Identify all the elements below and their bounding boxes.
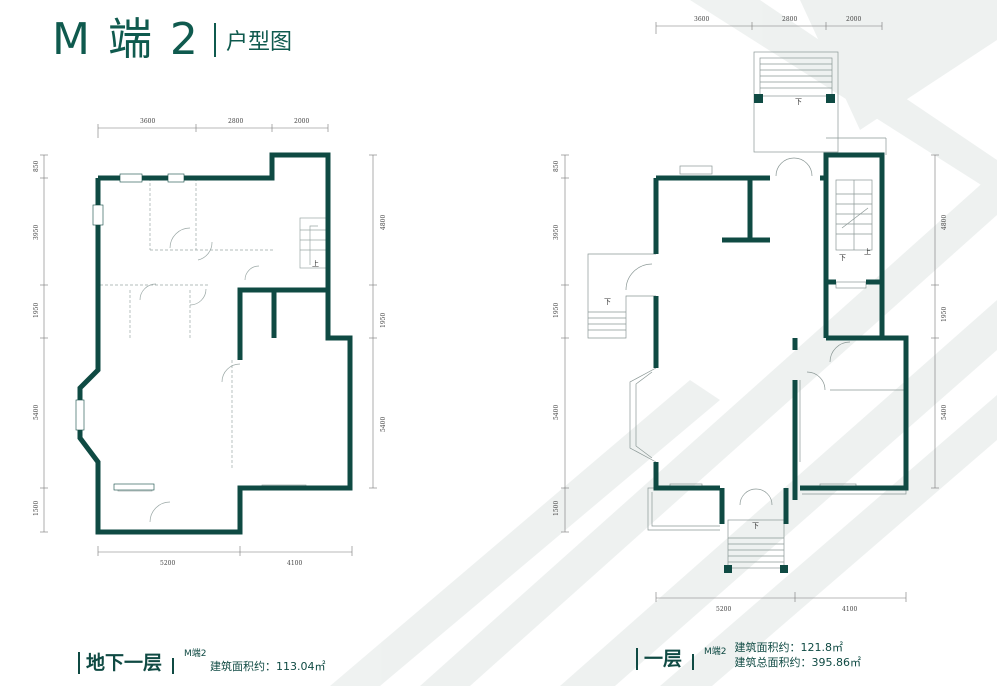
first-floor-area: 建筑面积约：121.8㎡: [734, 641, 844, 654]
basement-dim-left-4: 5400: [33, 405, 40, 420]
label-down-stair: 下: [839, 254, 846, 262]
first-dim-left-3: 1950: [553, 303, 560, 318]
basement-dim-right-1: 4800: [380, 215, 387, 230]
first-dim-right-1: 4800: [941, 215, 948, 230]
basement-dim-top-1: 3600: [140, 118, 155, 125]
title-text: M 端 2: [52, 14, 200, 65]
first-dim-right-3: 5400: [941, 405, 948, 420]
basement-dim-left-2: 3950: [33, 225, 40, 240]
first-dim-top-2: 2800: [782, 16, 797, 23]
first-floor-stair-labels: 下 下 下 上 下: [604, 98, 871, 530]
basement-dim-bottom-2: 4100: [287, 560, 302, 567]
label-down-bottom: 下: [752, 522, 759, 530]
basement-wall-openings: [75, 173, 185, 491]
first-dim-bottom-1: 5200: [716, 606, 731, 613]
basement-dim-left-3: 1950: [33, 303, 40, 318]
first-floor-thin-lines: [587, 51, 907, 569]
basement-caption-bar-2: [172, 658, 175, 674]
label-down-left: 下: [604, 298, 611, 306]
basement-caption-bar: [78, 652, 80, 674]
total-area: 建筑总面积约：395.86㎡: [734, 656, 862, 669]
basement-dimension-lines: [40, 124, 377, 556]
first-dim-left-1: 850: [553, 160, 560, 172]
basement-floor-name: 地下一层: [86, 652, 163, 674]
title-divider: [213, 23, 216, 57]
first-dim-left-4: 5400: [553, 405, 560, 420]
basement-dim-right-2: 1950: [380, 313, 387, 328]
basement-dim-top-2: 2800: [228, 118, 243, 125]
basement-caption: 地下一层 M端2 建筑面积约：113.04㎡: [78, 646, 326, 674]
basement-interior-lines: [100, 178, 275, 470]
first-dim-left-5: 1500: [553, 501, 560, 516]
first-floor-dimension-lines: [561, 22, 939, 602]
first-floor-columns: [724, 94, 835, 573]
page-title: M 端 2 户型图: [52, 18, 292, 62]
first-floor-name: 一层: [644, 648, 683, 670]
label-down-top: 下: [795, 98, 802, 106]
first-caption-bar-2: [692, 654, 695, 670]
first-floor-caption: 一层 M端2 建筑面积约：121.8㎡ 建筑总面积约：395.86㎡: [636, 640, 861, 670]
first-dim-left-2: 3950: [553, 225, 560, 240]
basement-dim-left-1: 850: [33, 160, 40, 172]
basement-area: 建筑面积约：113.04㎡: [210, 660, 326, 673]
first-dim-top-3: 2000: [846, 16, 861, 23]
first-dim-top-1: 3600: [694, 16, 709, 23]
label-up-stair: 上: [864, 247, 871, 256]
basement-dim-top-3: 2000: [294, 118, 309, 125]
basement-unit-tag: M端2: [184, 649, 207, 659]
first-dim-bottom-2: 4100: [842, 606, 857, 613]
first-floor-walls: [653, 152, 909, 524]
basement-dim-right-3: 5400: [380, 417, 387, 432]
subtitle-text: 户型图: [225, 30, 292, 55]
first-dim-right-2: 1950: [941, 307, 948, 322]
basement-stair-label: 上: [312, 259, 319, 268]
first-caption-bar: [636, 648, 638, 670]
basement-dim-bottom-1: 5200: [160, 560, 175, 567]
first-unit-tag: M端2: [704, 647, 727, 657]
basement-dim-left-5: 1500: [33, 501, 40, 516]
